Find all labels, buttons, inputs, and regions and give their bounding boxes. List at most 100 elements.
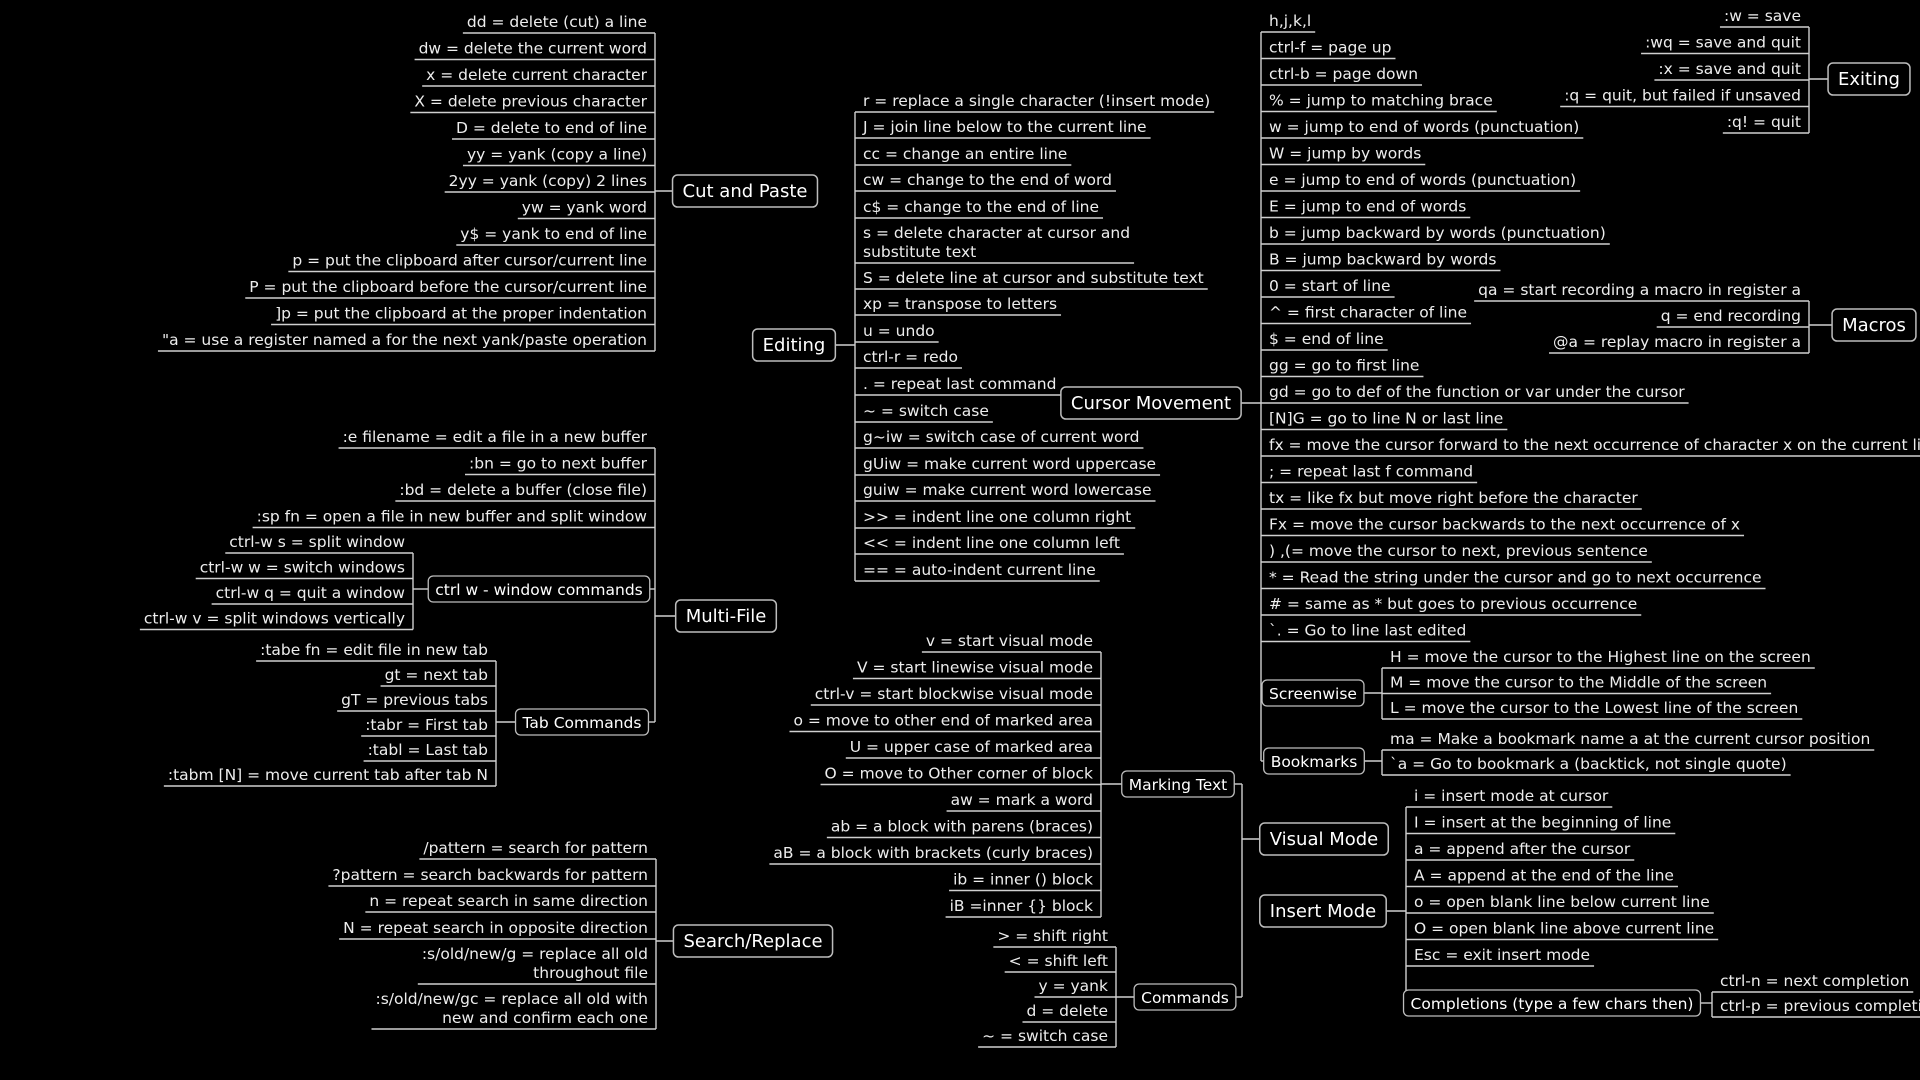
multi-file-node[interactable]: Multi-File	[674, 599, 778, 633]
editing-item: S = delete line at cursor and substitute…	[863, 269, 1204, 287]
exiting-item-text: :wq = save and quit	[1645, 34, 1801, 52]
editing-item-text: cw = change to the end of word	[863, 171, 1112, 189]
marking-item-text: ib = inner () block	[953, 871, 1093, 889]
marking-text-node[interactable]: Marking Text	[1121, 770, 1235, 798]
marking-item: U = upper case of marked area	[850, 738, 1093, 756]
cursor-item: e = jump to end of words (punctuation)	[1269, 171, 1576, 189]
macros-item-text: q = end recording	[1661, 307, 1801, 325]
cut-paste-item-text: X = delete previous character	[414, 93, 647, 111]
marking-item-text: O = move to Other corner of block	[825, 765, 1093, 783]
editing-item: xp = transpose to letters	[863, 295, 1057, 313]
ctrl-w-item-text: ctrl-w s = split window	[229, 533, 405, 551]
search-item: :s/old/new/g = replace all oldthroughout…	[422, 945, 648, 982]
commands-item: > = shift right	[997, 927, 1108, 945]
editing-item-text: J = join line below to the current line	[862, 118, 1147, 136]
completions-item-text: ctrl-p = previous completion	[1720, 997, 1920, 1015]
exiting-item: :w = save	[1724, 7, 1801, 25]
editing-node-label: Editing	[763, 335, 826, 356]
exiting-item-text: :w = save	[1724, 7, 1801, 25]
editing-node[interactable]: Editing	[751, 328, 837, 362]
cursor-item-text: ; = repeat last f command	[1269, 463, 1473, 481]
exiting-item-text: :x = save and quit	[1658, 60, 1801, 78]
editing-item-text: guiw = make current word lowercase	[863, 481, 1152, 499]
insert-item: a = append after the cursor	[1414, 840, 1631, 858]
editing-item: c$ = change to the end of line	[863, 198, 1099, 216]
editing-item: << = indent line one column left	[863, 534, 1120, 552]
completions-item: ctrl-p = previous completion	[1720, 997, 1920, 1015]
search-item-text: new and confirm each one	[442, 1009, 648, 1027]
ctrl-w-item: ctrl-w s = split window	[229, 533, 405, 551]
tabs-item-text: :tabl = Last tab	[368, 741, 488, 759]
cut-paste-item: x = delete current character	[426, 66, 647, 84]
completions-item-text: ctrl-n = next completion	[1720, 972, 1909, 990]
cursor-item: $ = end of line	[1269, 330, 1384, 348]
commands-node[interactable]: Commands	[1133, 983, 1237, 1011]
cut-paste-item-text: ]p = put the clipboard at the proper ind…	[275, 305, 647, 323]
macros-item: qa = start recording a macro in register…	[1478, 281, 1801, 299]
visual-mode-node[interactable]: Visual Mode	[1258, 822, 1390, 856]
cursor-item-text: 0 = start of line	[1269, 277, 1391, 295]
multi-file-item-text: :e filename = edit a file in a new buffe…	[343, 428, 648, 446]
cursor-item: * = Read the string under the cursor and…	[1269, 569, 1762, 587]
cut-paste-item: P = put the clipboard before the cursor/…	[249, 278, 647, 296]
exiting-item: :q! = quit	[1727, 113, 1801, 131]
cursor-item: w = jump to end of words (punctuation)	[1269, 118, 1579, 136]
search-item: n = repeat search in same direction	[369, 892, 648, 910]
cursor-movement-node[interactable]: Cursor Movement	[1060, 386, 1242, 420]
macros-node[interactable]: Macros	[1831, 308, 1917, 342]
screenwise-node-box	[1261, 679, 1365, 707]
bookmarks-item-text: ma = Make a bookmark name a at the curre…	[1390, 730, 1870, 748]
cut-and-paste-node-label: Cut and Paste	[683, 181, 808, 202]
bookmarks-node[interactable]: Bookmarks	[1263, 747, 1365, 775]
editing-item-text: u = undo	[863, 322, 935, 340]
insert-item: i = insert mode at cursor	[1414, 787, 1609, 805]
ctrl-w-node[interactable]: ctrl w - window commands	[427, 575, 651, 603]
cut-and-paste-node[interactable]: Cut and Paste	[671, 174, 819, 208]
ctrl-w-item: ctrl-w w = switch windows	[200, 559, 405, 577]
editing-item-text: gUiw = make current word uppercase	[863, 455, 1156, 473]
visual-mode-node-label: Visual Mode	[1270, 829, 1379, 850]
exiting-node[interactable]: Exiting	[1827, 62, 1911, 96]
marking-item-text: o = move to other end of marked area	[793, 712, 1093, 730]
screenwise-node[interactable]: Screenwise	[1261, 679, 1365, 707]
cut-paste-item-text: "a = use a register named a for the next…	[162, 331, 647, 349]
multi-file-item-text: :sp fn = open a file in new buffer and s…	[257, 508, 648, 526]
commands-item: y = yank	[1039, 977, 1109, 995]
ctrl-w-item: ctrl-w q = quit a window	[216, 584, 406, 602]
cursor-item-text: gd = go to def of the function or var un…	[1269, 383, 1685, 401]
search-replace-node[interactable]: Search/Replace	[672, 924, 834, 958]
marking-item-text: aw = mark a word	[951, 791, 1093, 809]
visual-mode-node-box	[1258, 822, 1390, 856]
editing-item-text: g~iw = switch case of current word	[863, 428, 1139, 446]
multi-file-item: :bn = go to next buffer	[469, 455, 648, 473]
cursor-item: Fx = move the cursor backwards to the ne…	[1269, 516, 1740, 534]
cursor-item-text: fx = move the cursor forward to the next…	[1269, 436, 1920, 454]
nodes: dd = delete (cut) a line dw = delete the …	[144, 7, 1920, 1045]
ctrl-w-node-label: ctrl w - window commands	[435, 581, 643, 599]
exiting-item-text: :q! = quit	[1727, 113, 1801, 131]
cut-and-paste-node-box	[671, 174, 819, 208]
marking-item-text: v = start visual mode	[926, 632, 1093, 650]
completions-node[interactable]: Completions (type a few chars then)	[1402, 989, 1702, 1017]
cursor-item: ctrl-b = page down	[1269, 65, 1418, 83]
insert-item: Esc = exit insert mode	[1414, 946, 1590, 964]
editing-item: cw = change to the end of word	[863, 171, 1112, 189]
completions-node-label: Completions (type a few chars then)	[1411, 995, 1694, 1013]
tab-commands-node-box	[514, 708, 650, 736]
tabs-item-text: gt = next tab	[385, 666, 488, 684]
editing-item: J = join line below to the current line	[862, 118, 1147, 136]
marking-item: v = start visual mode	[926, 632, 1093, 650]
insert-item: I = insert at the beginning of line	[1414, 814, 1671, 832]
editing-item: . = repeat last command	[863, 375, 1056, 393]
marking-text-node-label: Marking Text	[1129, 776, 1227, 794]
editing-item: g~iw = switch case of current word	[863, 428, 1139, 446]
cursor-item-text: h,j,k,l	[1269, 12, 1311, 30]
cut-paste-item: dw = delete the current word	[419, 40, 647, 58]
editing-item-text: c$ = change to the end of line	[863, 198, 1099, 216]
insert-mode-node[interactable]: Insert Mode	[1259, 894, 1387, 928]
tab-commands-node[interactable]: Tab Commands	[514, 708, 650, 736]
insert-item: o = open blank line below current line	[1414, 893, 1710, 911]
cut-paste-item-text: dd = delete (cut) a line	[467, 13, 647, 31]
marking-text-node-box	[1121, 770, 1235, 798]
